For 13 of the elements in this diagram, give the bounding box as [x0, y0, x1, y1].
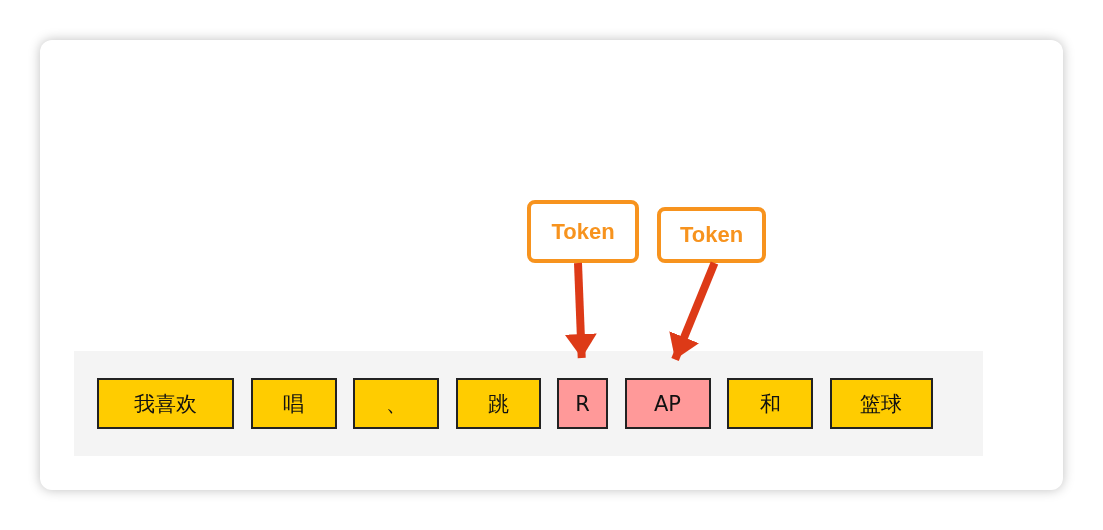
token-box: 唱: [250, 378, 337, 429]
token-box: AP: [624, 378, 711, 429]
token-box: 、: [353, 378, 439, 429]
token-box: R: [557, 378, 608, 429]
band-background: [74, 351, 983, 456]
token-label-box: Token: [527, 200, 639, 263]
arrow: [669, 261, 719, 361]
token-box: 我喜欢: [97, 378, 234, 429]
token-label-box: Token: [657, 207, 766, 263]
token-box: 和: [727, 378, 813, 429]
token-box: 篮球: [829, 378, 933, 429]
token-box: 跳: [455, 378, 541, 429]
arrow: [564, 262, 597, 359]
